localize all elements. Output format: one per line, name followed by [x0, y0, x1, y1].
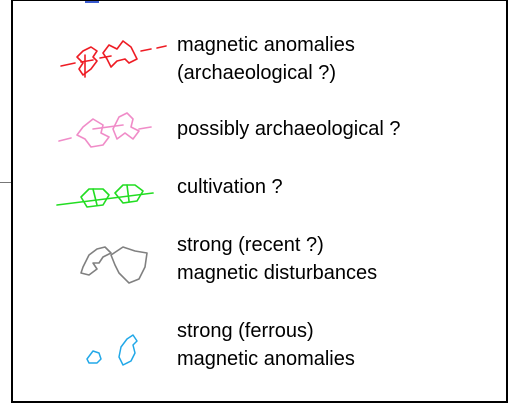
- legend-label-line: magnetic anomalies: [177, 348, 355, 370]
- legend-panel: magnetic anomalies (archaeological ?) po…: [11, 0, 508, 403]
- legend-label-line: cultivation ?: [177, 176, 283, 198]
- legend-label-cultivation: cultivation ?: [177, 173, 283, 201]
- legend-label-line: strong (recent ?): [177, 234, 324, 256]
- green-cultivation-icon: [56, 184, 154, 208]
- legend-label-magnetic-anomalies: magnetic anomalies (archaeological ?): [177, 31, 355, 87]
- legend-label-line: magnetic anomalies: [177, 34, 355, 56]
- legend-label-possibly-archaeological: possibly archaeological ?: [177, 115, 400, 143]
- grey-disturbance-icon: [80, 246, 148, 284]
- legend-label-line: (archaeological ?): [177, 62, 336, 84]
- blue-ferrous-anomaly-icon: [86, 334, 138, 366]
- legend-label-ferrous-anomalies: strong (ferrous) magnetic anomalies: [177, 317, 355, 373]
- legend-label-magnetic-disturbances: strong (recent ?) magnetic disturbances: [177, 231, 377, 287]
- legend-label-line: magnetic disturbances: [177, 262, 378, 284]
- map-edge-line: [0, 182, 11, 183]
- map-edge-fragment: [85, 1, 99, 3]
- legend-label-line: strong (ferrous): [177, 320, 314, 342]
- red-dashed-anomaly-icon: [60, 40, 167, 78]
- legend-label-line: possibly archaeological ?: [177, 118, 401, 140]
- pink-dashed-anomaly-icon: [58, 112, 152, 148]
